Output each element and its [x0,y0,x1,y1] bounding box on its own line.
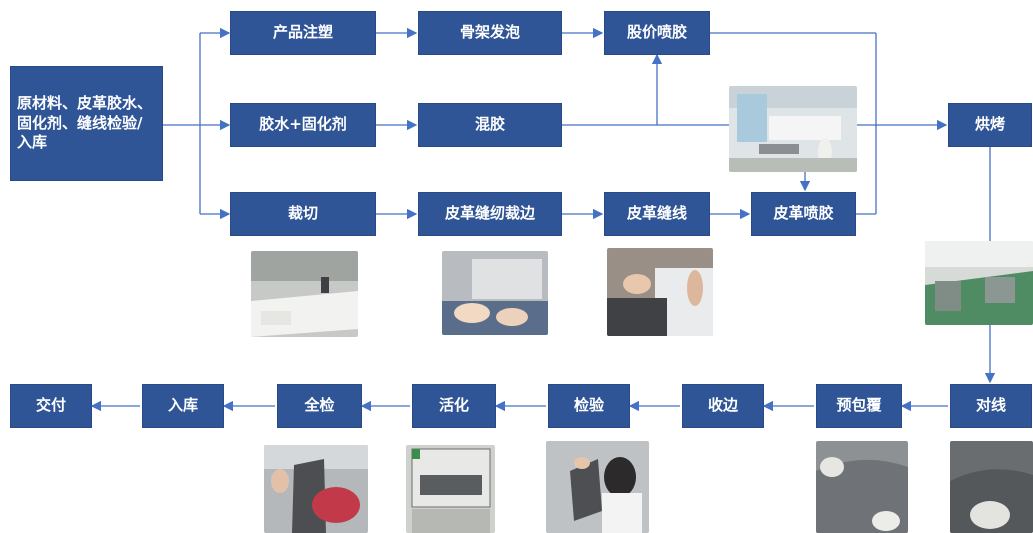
node-label: 活化 [438,396,469,415]
align-photo [950,441,1033,533]
sewing-trim-photo [442,251,548,335]
node-label: 皮革喷胶 [773,204,834,223]
node-label: 皮革缝纫裁边 [444,204,535,223]
node-raw-material: 原材料、皮革胶水、固化剂、缝线检验/入库 [10,66,163,181]
prewrap-photo [816,441,908,533]
node-label: 交付 [35,396,66,415]
node-label: 检验 [573,396,604,415]
node-label: 裁切 [287,204,318,223]
production-line-photo [925,241,1033,325]
activation-machine-photo [406,445,495,533]
node-deliver: 交付 [10,384,92,428]
inspection-photo [546,441,649,533]
spray-booth-photo [729,86,857,172]
node-label: 股价喷胶 [626,23,687,42]
node-leather-trim: 皮革缝纫裁边 [418,192,562,236]
node-label: 收边 [707,396,738,415]
node-label: 入库 [167,396,198,415]
node-label: 胶水+固化剂 [259,115,347,134]
node-label: 烘烤 [974,115,1005,134]
leather-sewing-photo [607,248,713,336]
node-glue-hardener: 胶水+固化剂 [230,103,376,147]
node-leather-sew: 皮革缝线 [604,192,710,236]
node-cutting: 裁切 [230,192,376,236]
node-label: 对线 [975,396,1006,415]
node-mix-glue: 混胶 [418,103,562,147]
node-warehouse: 入库 [142,384,224,428]
node-leather-spray: 皮革喷胶 [751,192,856,236]
node-edge: 收边 [682,384,764,428]
node-bake: 烘烤 [948,103,1032,147]
node-label: 混胶 [474,115,505,134]
cutting-machine-photo [251,251,358,337]
node-activate: 活化 [412,384,496,428]
node-prewrap: 预包覆 [816,384,902,428]
node-label: 骨架发泡 [459,23,520,42]
node-label: 原材料、皮革胶水、固化剂、缝线检验/入库 [17,94,153,152]
node-foaming: 骨架发泡 [418,11,562,55]
node-injection: 产品注塑 [230,11,376,55]
node-spray-glue-frame: 股价喷胶 [604,11,710,55]
node-label: 产品注塑 [272,23,333,42]
node-label: 预包覆 [836,396,882,415]
full-inspection-photo [264,445,368,533]
node-label: 全检 [304,396,335,415]
node-inspect: 检验 [548,384,630,428]
node-align: 对线 [950,384,1032,428]
node-full-inspect: 全检 [277,384,362,428]
node-label: 皮革缝线 [626,204,687,223]
